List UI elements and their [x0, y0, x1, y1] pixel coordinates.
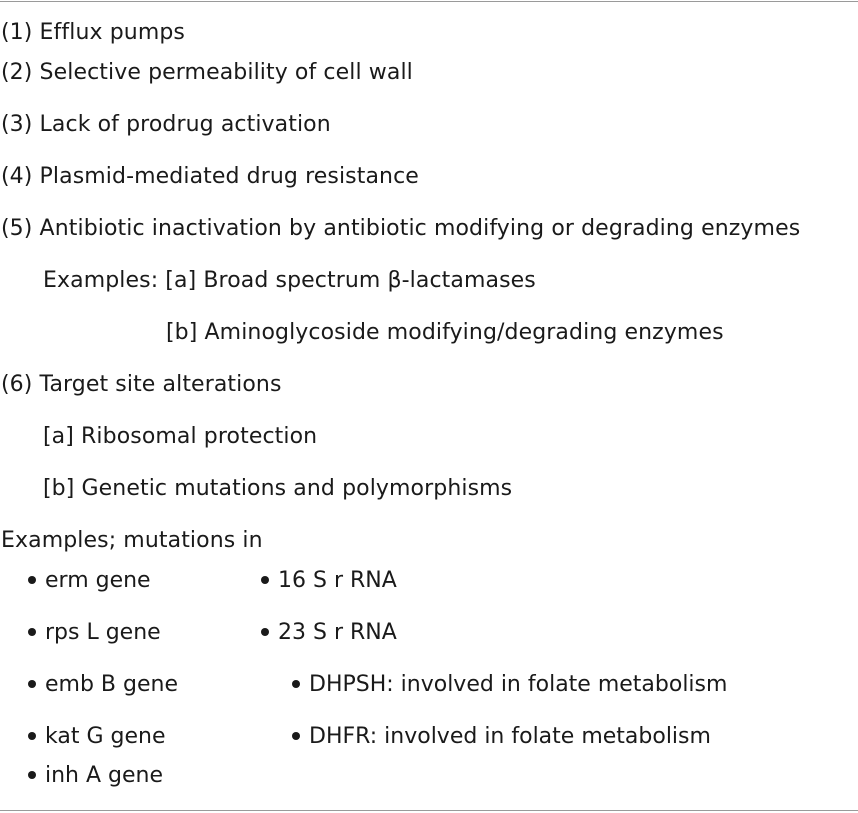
- list-item: kat G gene: [28, 724, 165, 750]
- bullet-text: erm gene: [45, 568, 151, 593]
- list-item: inh A gene: [28, 763, 163, 789]
- bullet-icon: [261, 576, 269, 584]
- subitem-genetic-mutations: [b] Genetic mutations and polymorphisms: [43, 476, 513, 501]
- bullet-icon: [28, 771, 36, 779]
- examples-heading: Examples; mutations in: [1, 528, 263, 553]
- item-prodrug-activation: (3) Lack of prodrug activation: [1, 112, 331, 137]
- bullet-text: DHPSH: involved in folate metabolism: [309, 672, 728, 697]
- subitem-aminoglycoside-enzymes: [b] Aminoglycoside modifying/degrading e…: [166, 320, 724, 345]
- top-rule: [0, 1, 858, 2]
- bullet-text: emb B gene: [45, 672, 178, 697]
- bullet-text: inh A gene: [45, 763, 164, 788]
- list-item: DHPSH: involved in folate metabolism: [292, 672, 727, 698]
- bullet-icon: [261, 628, 269, 636]
- list-item: emb B gene: [28, 672, 178, 698]
- item-selective-permeability: (2) Selective permeability of cell wall: [1, 60, 413, 85]
- bullet-icon: [28, 732, 36, 740]
- item-target-site-alterations: (6) Target site alterations: [1, 372, 282, 397]
- bullet-icon: [28, 628, 36, 636]
- list-item: erm gene: [28, 568, 151, 594]
- bullet-text: kat G gene: [45, 724, 166, 749]
- bullet-text: 23 S r RNA: [278, 620, 397, 645]
- bullet-icon: [28, 576, 36, 584]
- bullet-text: 16 S r RNA: [278, 568, 397, 593]
- item-plasmid-resistance: (4) Plasmid-mediated drug resistance: [1, 164, 419, 189]
- bottom-rule: [0, 810, 858, 811]
- subitem-ribosomal-protection: [a] Ribosomal protection: [43, 424, 318, 449]
- list-item: 23 S r RNA: [261, 620, 397, 646]
- bullet-text: rps L gene: [45, 620, 161, 645]
- bullet-icon: [292, 732, 300, 740]
- subitem-beta-lactamases: Examples: [a] Broad spectrum β-lactamase…: [43, 268, 536, 293]
- list-item: rps L gene: [28, 620, 161, 646]
- bullet-icon: [292, 680, 300, 688]
- bullet-icon: [28, 680, 36, 688]
- bullet-text: DHFR: involved in folate metabolism: [309, 724, 711, 749]
- item-efflux-pumps: (1) Efflux pumps: [1, 20, 185, 45]
- item-antibiotic-inactivation: (5) Antibiotic inactivation by antibioti…: [1, 216, 801, 241]
- list-item: DHFR: involved in folate metabolism: [292, 724, 711, 750]
- list-item: 16 S r RNA: [261, 568, 397, 594]
